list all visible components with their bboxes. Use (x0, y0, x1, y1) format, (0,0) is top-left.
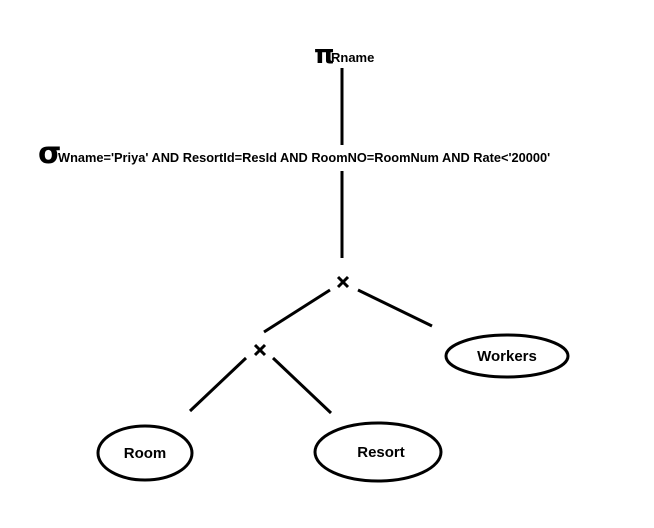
bottom-join-node (253, 343, 267, 357)
selection-node: σ Wname='Priya' AND ResortId=ResId AND R… (38, 136, 550, 171)
projection-node: π Rname (314, 40, 374, 70)
relation-workers-label: Workers (477, 348, 537, 365)
edge-top-join-workers (357, 288, 433, 328)
relation-room: Room (96, 424, 194, 482)
bottom-join-cross-stroke-b (253, 343, 267, 357)
relation-workers-ellipse (444, 333, 570, 379)
relation-room-ellipse (96, 424, 194, 482)
relation-resort-label: Resort (357, 444, 405, 461)
selection-symbol: σ (38, 136, 61, 171)
top-join-cross-stroke-b (336, 275, 350, 289)
top-join-node (336, 275, 350, 289)
projection-attribute: Rname (331, 50, 374, 65)
relation-workers: Workers (444, 333, 570, 379)
selection-condition: Wname='Priya' AND ResortId=ResId AND Roo… (58, 150, 550, 165)
relation-room-label: Room (124, 445, 167, 462)
edge-bottom-join-resort (271, 356, 333, 415)
relation-resort: Resort (313, 421, 443, 483)
projection-symbol: π (314, 40, 335, 70)
edge-top-join-bottom-join (263, 288, 331, 334)
relation-resort-ellipse (313, 421, 443, 483)
edge-bottom-join-room (188, 356, 248, 413)
